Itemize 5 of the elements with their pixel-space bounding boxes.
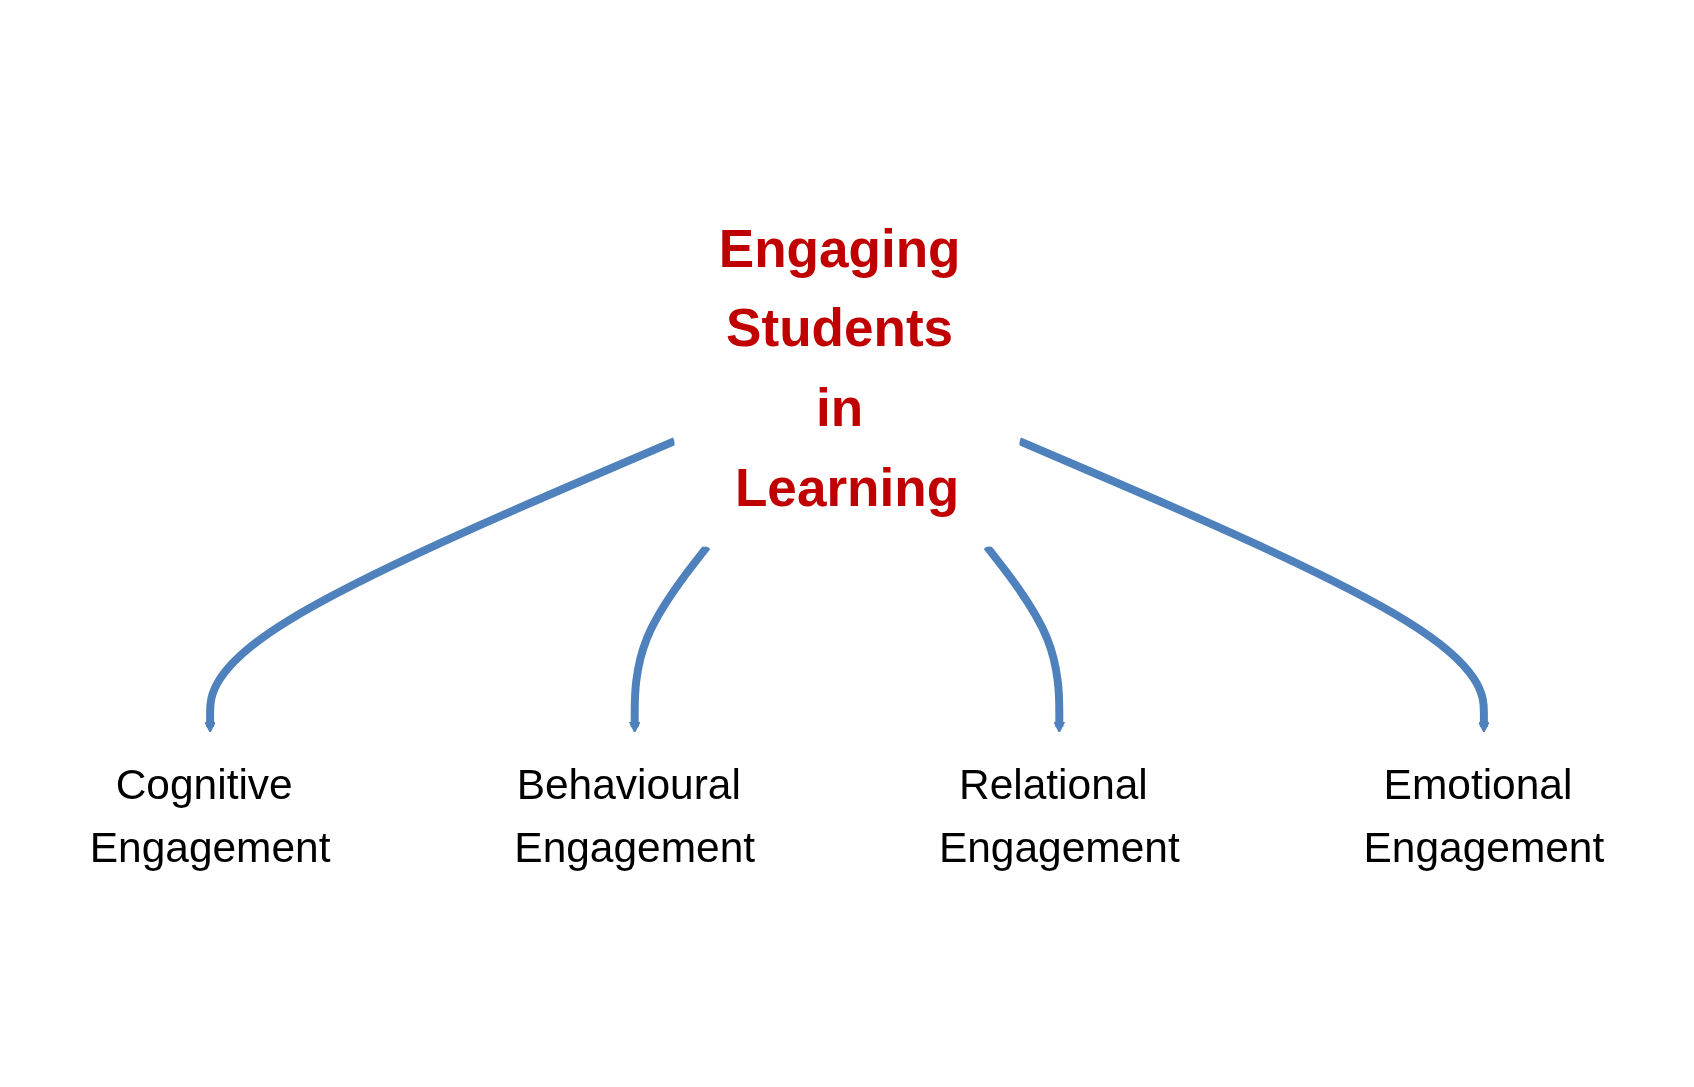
node-text: Engaging Students in Learning xyxy=(718,218,961,516)
node-text: Cognitive Engagement xyxy=(89,759,331,872)
node-text: Behavioural Engagement xyxy=(514,759,756,872)
node-text: Emotional Engagement xyxy=(1363,759,1605,872)
node-text: Relational Engagement xyxy=(938,759,1180,872)
